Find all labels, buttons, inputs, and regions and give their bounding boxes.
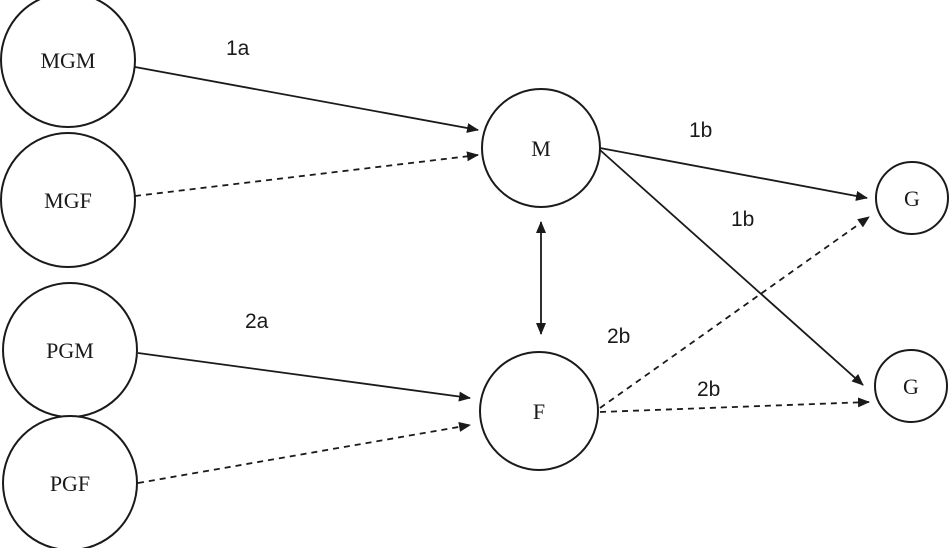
node-m-label: M: [531, 136, 551, 161]
node-mgf: MGF: [0, 132, 136, 268]
node-pgf-label: PGF: [50, 471, 90, 496]
node-mgm-label: MGM: [40, 48, 95, 73]
node-mgm: MGM: [0, 0, 136, 128]
edge-label-2b-top: 2b: [607, 325, 630, 348]
node-f-label: F: [533, 399, 545, 424]
node-pgf: PGF: [2, 415, 138, 548]
node-mgf-label: MGF: [44, 188, 92, 213]
node-g-bottom: G: [874, 349, 948, 423]
edge-label-1b-bottom: 1b: [731, 208, 754, 231]
edge-label-1a: 1a: [226, 37, 250, 60]
node-pgm: PGM: [2, 282, 138, 418]
edge-label-2a: 2a: [245, 310, 269, 333]
node-g-bottom-label: G: [903, 374, 919, 399]
node-f: F: [479, 351, 599, 471]
edge-mgm-to-m: [134, 66, 479, 133]
edge-pgm-to-f: [137, 352, 471, 402]
edge-f-to-g-top: [599, 216, 870, 409]
edge-label-2b-bottom: 2b: [697, 378, 720, 401]
node-m: M: [481, 88, 601, 208]
node-pgm-label: PGM: [46, 338, 94, 363]
edge-label-1b-top: 1b: [689, 119, 712, 142]
edge-mgf-to-m: [134, 151, 479, 197]
edge-pgf-to-f: [137, 421, 471, 484]
edge-m-to-g-bottom: [599, 149, 864, 386]
edge-f-to-g-bottom: [599, 397, 870, 413]
edge-m-to-g-top: [599, 147, 868, 201]
node-g-top-label: G: [904, 186, 920, 211]
node-g-top: G: [875, 161, 949, 235]
